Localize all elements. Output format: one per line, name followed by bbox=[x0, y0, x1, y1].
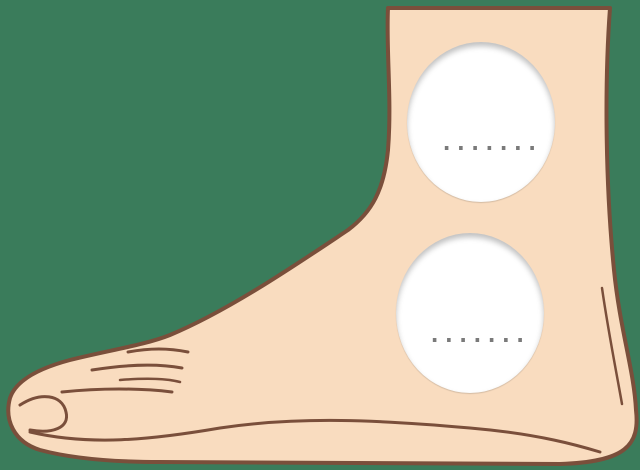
heel-label-blank: ....... bbox=[428, 325, 528, 347]
ankle-label-blank: ....... bbox=[440, 133, 540, 155]
ankle-label-circle: ....... bbox=[407, 42, 555, 202]
heel-label-circle: ....... bbox=[396, 233, 544, 393]
